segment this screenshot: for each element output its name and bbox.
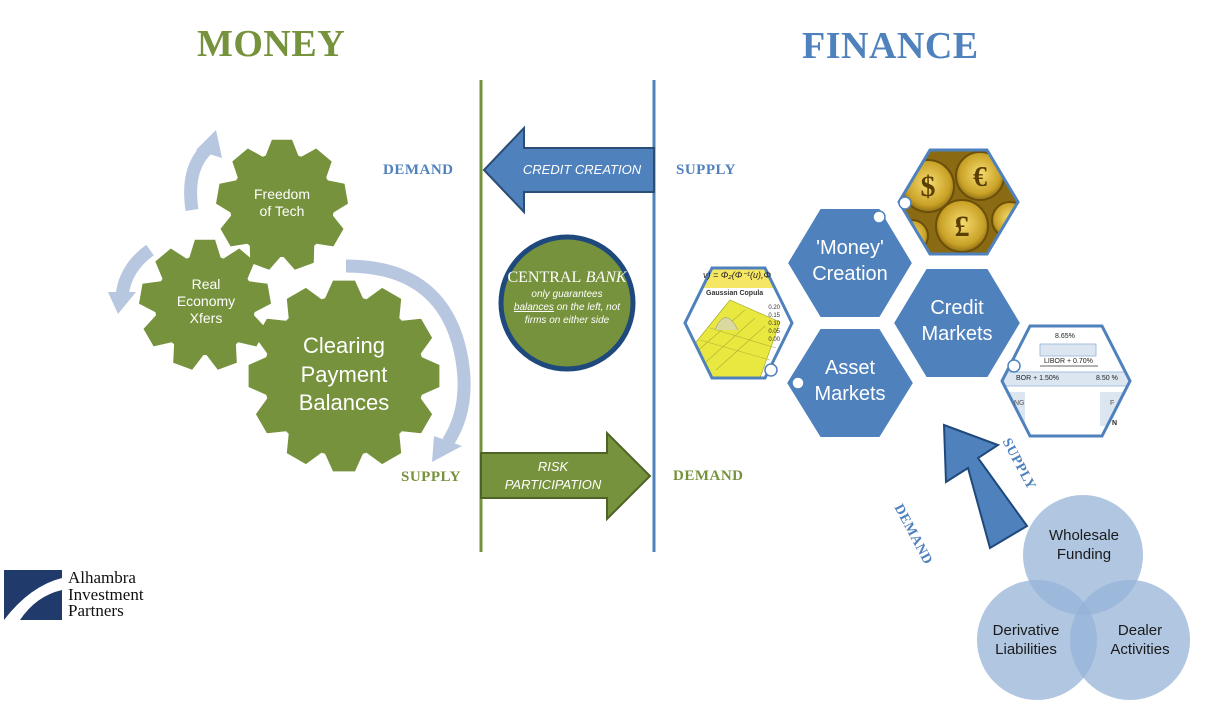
- central-bank-line1: only guarantees: [531, 289, 603, 300]
- freedom-line2: of Tech: [259, 202, 305, 219]
- label-demand-top: DEMAND: [383, 162, 454, 178]
- cycle-arrow-left-head: [108, 292, 136, 314]
- gear-shape: [248, 280, 440, 472]
- asset-markets-line1: Asset: [824, 357, 876, 379]
- alhambra-logo-text: Alhambra Investment Partners: [68, 568, 144, 621]
- cycle-arrow-right: [345, 259, 471, 446]
- svg-text:$: $: [921, 170, 936, 203]
- logo-line1: Alhambra: [68, 568, 136, 587]
- central-bank-text: CENTRAL BANK only guarantees balances on…: [505, 268, 629, 327]
- hex-credit-markets-text: Credit Markets: [897, 295, 1017, 347]
- gear-real-economy-xfers: [139, 239, 271, 370]
- svg-text:£: £: [955, 210, 970, 243]
- copula-caption: Gaussian Copula: [706, 290, 764, 297]
- risk-participation-arrow: [480, 430, 652, 522]
- libor-label-b: BOR + 1.50%: [1016, 375, 1059, 382]
- wholesale-line1: Wholesale: [1048, 527, 1120, 544]
- credit-markets-line2: Markets: [921, 323, 993, 345]
- copula-tick: 0.15: [768, 313, 780, 319]
- bank-word: BANK: [585, 269, 627, 286]
- demand-supply-arrow: [942, 423, 1029, 550]
- libor-frag-ng: NG: [1014, 400, 1025, 407]
- gear-shape: [216, 139, 348, 270]
- credit-markets-line1: Credit: [930, 297, 984, 319]
- hex-asset-markets-text: Asset Markets: [790, 355, 910, 407]
- derivative-line2: Liabilities: [995, 640, 1057, 658]
- libor-rate-top: 8.65%: [1055, 333, 1075, 340]
- central-bank-line2: on the left, not: [553, 302, 621, 313]
- logo-line3: Partners: [68, 601, 124, 621]
- venn-circle-dealer: [1070, 580, 1190, 700]
- cycle-arrow-left: [115, 244, 154, 297]
- gear-clearing-payment-balances: [248, 280, 440, 472]
- asset-markets-line2: Markets: [814, 383, 886, 405]
- hex-credit-markets: [891, 267, 1023, 379]
- clearing-line2: Payment: [300, 361, 388, 387]
- central-bank-line3: firms on either side: [524, 315, 610, 326]
- venn-dealer-text: Dealer Activities: [1090, 622, 1190, 660]
- dealer-line1: Dealer: [1117, 622, 1163, 639]
- wholesale-line2: Funding: [1056, 545, 1112, 563]
- logo-line2: Investment: [68, 584, 144, 604]
- cycle-arrow-top: [184, 145, 211, 211]
- libor-rate-right: 8.50 %: [1096, 375, 1118, 382]
- copula-tick: 0.20: [768, 305, 780, 311]
- gear-freedom-of-tech: [216, 139, 348, 270]
- coins-image-hex: $ € £: [897, 148, 1020, 256]
- central-bank-balances: balances: [513, 302, 554, 313]
- risk-line2: PARTICIPATION: [504, 477, 602, 493]
- hex-asset-markets: [784, 327, 916, 439]
- venn-wholesale-text: Wholesale Funding: [1034, 527, 1134, 565]
- money-creation-line2: Creation: [812, 263, 888, 285]
- libor-frag-f: F: [1110, 400, 1115, 407]
- clearing-line1: Clearing: [303, 333, 385, 358]
- copula-ticks: 0.20 0.15 0.10 0.05 0.00: [756, 304, 780, 344]
- freedom-line1: Freedom: [253, 186, 311, 202]
- svg-text:€: €: [973, 162, 987, 193]
- finance-title: FINANCE: [802, 25, 979, 67]
- clearing-line3: Balances: [298, 390, 390, 416]
- copula-tick: 0.05: [768, 329, 780, 335]
- dealer-line2: Activities: [1110, 640, 1170, 658]
- hex-money-creation-text: 'Money' Creation: [790, 235, 910, 287]
- gear-freedom-text: Freedom of Tech: [242, 186, 322, 220]
- copula-tick: 0.00: [768, 337, 780, 343]
- libor-label-a: LIBOR + 0.70%: [1044, 358, 1093, 365]
- credit-creation-label: CREDIT CREATION: [522, 162, 642, 177]
- gear-clearing-text: Clearing Payment Balances: [274, 332, 414, 418]
- central-word: CENTRAL: [507, 269, 582, 286]
- derivative-line1: Derivative: [992, 622, 1060, 639]
- hex-money-creation: [785, 207, 915, 319]
- copula-image-hex: [683, 266, 794, 380]
- venn-circle-derivative: [977, 580, 1097, 700]
- libor-frag-n: N: [1112, 420, 1118, 427]
- cycle-arrow-right-head: [432, 436, 462, 462]
- money-creation-line1: 'Money': [816, 237, 884, 259]
- label-supply-bottom: SUPPLY: [401, 469, 461, 485]
- risk-line1: RISK: [537, 459, 569, 474]
- gear-shape: [139, 239, 271, 370]
- central-bank-circle: [498, 234, 636, 372]
- money-title: MONEY: [197, 23, 346, 65]
- real-line2: Economy: [176, 292, 236, 309]
- copula-formula: v) = Φ₂(Φ⁻¹(u),Φ: [703, 270, 772, 280]
- label-supply-top: SUPPLY: [676, 162, 736, 178]
- real-line3: Xfers: [189, 309, 223, 326]
- label-demand-bottom: DEMAND: [673, 468, 744, 484]
- credit-creation-arrow: [482, 125, 655, 215]
- copula-tick: 0.10: [768, 321, 780, 327]
- risk-participation-label: RISK PARTICIPATION: [486, 458, 620, 494]
- alhambra-logo-mark: [4, 570, 62, 620]
- gear-real-text: Real Economy Xfers: [164, 276, 248, 326]
- cycle-arrow-top-head: [196, 130, 222, 158]
- real-line1: Real: [191, 276, 221, 292]
- venn-derivative-text: Derivative Liabilities: [976, 622, 1076, 660]
